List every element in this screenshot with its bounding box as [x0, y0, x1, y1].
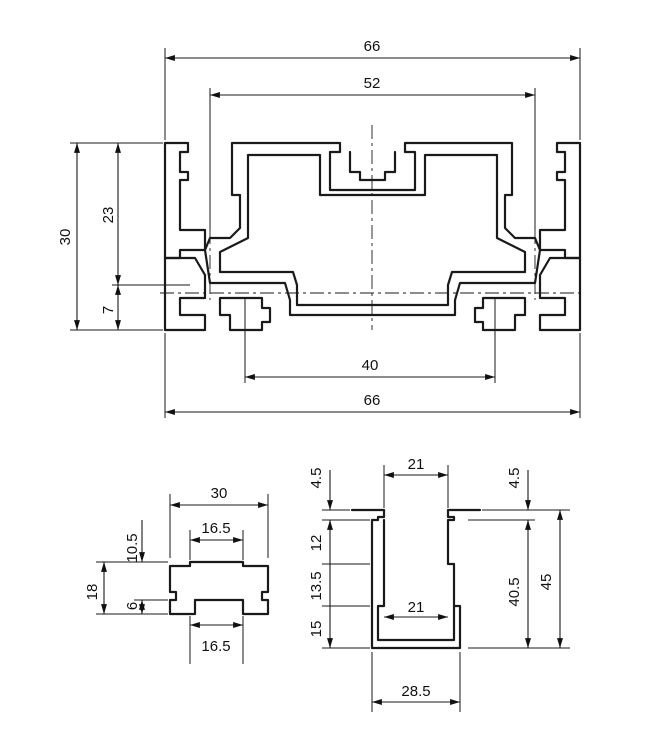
- main-profile-right-lower-jaw: [538, 256, 582, 332]
- main-profile-outline: [163, 141, 207, 260]
- dim-inner-width: 52: [364, 75, 381, 92]
- main-profile-top-slot: [348, 150, 397, 182]
- dim-connector-top-slot: 16.5: [201, 520, 230, 537]
- dim-connector-bottom-slot: 16.5: [201, 638, 230, 655]
- dim-channel-left-offset: 4.5: [308, 468, 325, 489]
- connector-section: 30 16.5 16.5 18 10.5 6: [84, 485, 270, 664]
- dim-channel-inner-width: 21: [408, 599, 425, 616]
- dim-upper-height: 23: [100, 207, 117, 224]
- main-profile-left-bottom-slot: [218, 296, 272, 332]
- dim-connector-height-upper: 10.5: [124, 533, 141, 562]
- dim-connector-height-lower: 6: [124, 602, 141, 610]
- dim-channel-left-h2: 13.5: [308, 571, 325, 600]
- dim-lower-height: 7: [100, 306, 117, 314]
- dim-channel-bottom-width: 28.5: [401, 683, 430, 700]
- connector-outline: [168, 560, 270, 616]
- dim-overall-width-bottom: 66: [364, 392, 381, 409]
- main-profile-right-upper-jaw: [538, 141, 582, 260]
- dim-connector-width: 30: [211, 485, 228, 502]
- dim-channel-left-h3: 15: [308, 621, 325, 638]
- main-profile-cavity: [218, 153, 527, 307]
- main-profile-body: [203, 141, 542, 317]
- dim-bottom-inner-width: 40: [362, 357, 379, 374]
- channel-section: 21 21 28.5 4.5 12 13.5 15 4.5 40.5 45: [308, 456, 570, 712]
- dim-channel-top-width: 21: [408, 456, 425, 473]
- main-profile-left-lower-jaw: [163, 256, 207, 332]
- channel-inner-wall: [376, 518, 456, 642]
- dim-channel-right-offset: 4.5: [506, 468, 523, 489]
- dim-overall-width-top: 66: [364, 38, 381, 55]
- dim-channel-left-h1: 12: [308, 535, 325, 552]
- dim-channel-right-total: 45: [538, 574, 555, 591]
- dim-connector-height-total: 18: [84, 584, 101, 601]
- main-profile-section: 66 52 30 23 7 40 66: [57, 38, 585, 418]
- dim-height: 30: [57, 229, 74, 246]
- main-profile-right-bottom-slot: [473, 296, 527, 332]
- dim-channel-right-inner: 40.5: [506, 577, 523, 606]
- channel-outline: [350, 508, 482, 650]
